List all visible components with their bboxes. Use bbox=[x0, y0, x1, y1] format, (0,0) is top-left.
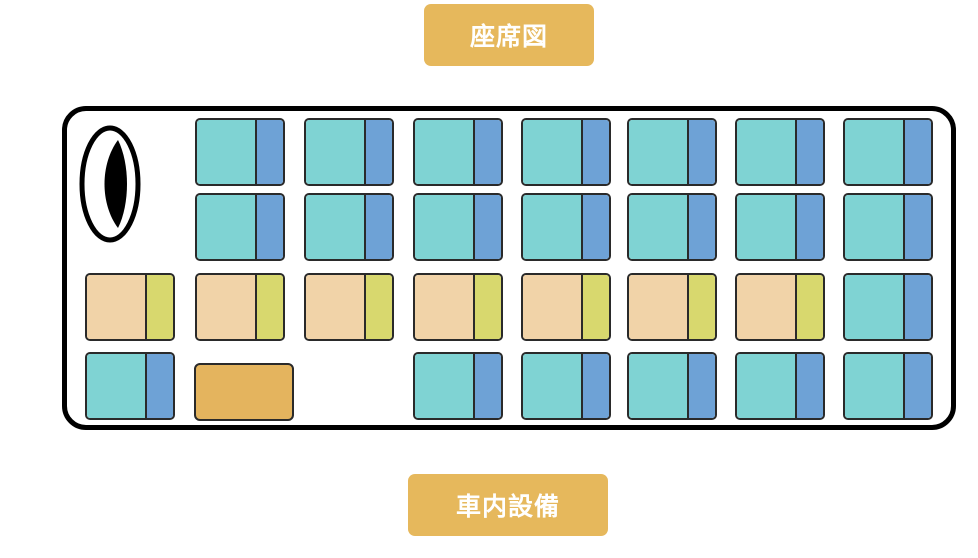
seat-r3-c1[interactable] bbox=[195, 273, 285, 341]
seat-r4-c6[interactable] bbox=[735, 352, 825, 420]
seat-r2-c5[interactable] bbox=[627, 193, 717, 261]
seat-r4-c7[interactable] bbox=[843, 352, 933, 420]
seat-r1-c3[interactable] bbox=[413, 118, 503, 186]
seat-r2-c1[interactable] bbox=[195, 193, 285, 261]
seat-r1-c4[interactable] bbox=[521, 118, 611, 186]
seat-r3-c2[interactable] bbox=[304, 273, 394, 341]
seat-r2-c4[interactable] bbox=[521, 193, 611, 261]
seat-r2-c7[interactable] bbox=[843, 193, 933, 261]
equipment-box bbox=[194, 363, 294, 421]
seat-r1-c6[interactable] bbox=[735, 118, 825, 186]
seat-r1-c1[interactable] bbox=[195, 118, 285, 186]
seat-r1-c2[interactable] bbox=[304, 118, 394, 186]
seat-r1-c5[interactable] bbox=[627, 118, 717, 186]
seat-r3-c5[interactable] bbox=[627, 273, 717, 341]
seat-map-title[interactable]: 座席図 bbox=[424, 4, 594, 66]
facilities-button[interactable]: 車内設備 bbox=[408, 474, 608, 536]
seat-r2-c3[interactable] bbox=[413, 193, 503, 261]
steering-wheel-icon bbox=[79, 125, 141, 243]
seat-r4-c3[interactable] bbox=[413, 352, 503, 420]
seat-r4-c5[interactable] bbox=[627, 352, 717, 420]
seat-r3-c7[interactable] bbox=[843, 273, 933, 341]
seat-r3-c0[interactable] bbox=[85, 273, 175, 341]
seat-r3-c3[interactable] bbox=[413, 273, 503, 341]
seat-r1-c7[interactable] bbox=[843, 118, 933, 186]
seat-r3-c6[interactable] bbox=[735, 273, 825, 341]
seat-r3-c4[interactable] bbox=[521, 273, 611, 341]
seat-r4-c0[interactable] bbox=[85, 352, 175, 420]
seat-r2-c6[interactable] bbox=[735, 193, 825, 261]
seat-r2-c2[interactable] bbox=[304, 193, 394, 261]
seat-r4-c4[interactable] bbox=[521, 352, 611, 420]
